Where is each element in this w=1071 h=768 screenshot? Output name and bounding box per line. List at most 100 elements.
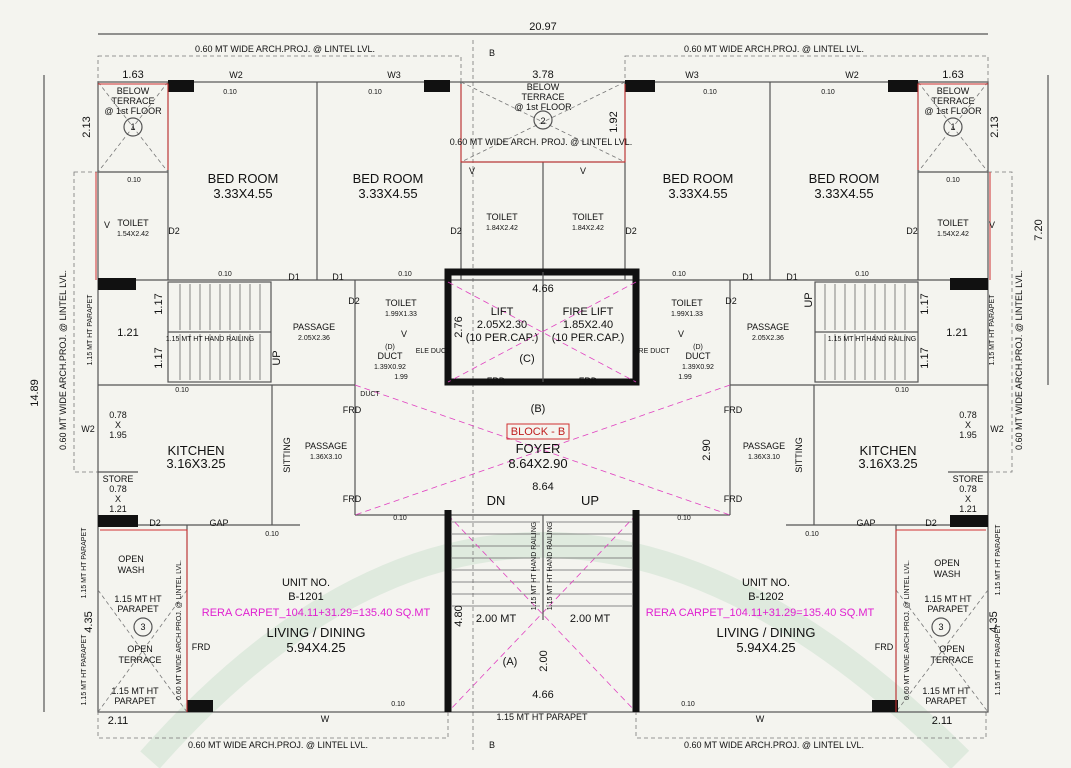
svg-text:0.10: 0.10 (672, 271, 686, 278)
svg-text:FIRE LIFT: FIRE LIFT (563, 306, 614, 318)
svg-text:1.21: 1.21 (109, 504, 127, 514)
svg-text:0.10: 0.10 (175, 387, 189, 394)
svg-text:FRD: FRD (343, 405, 362, 415)
svg-text:FRD: FRD (579, 376, 598, 386)
arch-proj-top-left (97, 55, 462, 83)
svg-text:STORE: STORE (953, 474, 984, 484)
svg-text:BED ROOM: BED ROOM (353, 171, 424, 186)
below-terrace-right: BELOW TERRACE @ 1st FLOOR 1 (924, 86, 982, 132)
foyer-width: 8.64 (532, 481, 553, 493)
svg-text:(D): (D) (693, 344, 703, 351)
svg-text:0.10: 0.10 (223, 89, 237, 96)
svg-text:(10 PER.CAP.): (10 PER.CAP.) (552, 332, 625, 344)
toilet-outer-left: TOILET 1.54X2.42 (117, 218, 149, 238)
parapet-side-left-b: 1.15 MT HT PARAPET (81, 634, 88, 706)
stair-dn: DN (487, 493, 506, 508)
stair-height: 4.80 (453, 605, 465, 626)
svg-text:D2: D2 (168, 226, 180, 236)
lift-core-wall (444, 268, 640, 386)
svg-text:X: X (965, 420, 971, 430)
lift-core-tag: (C) (519, 353, 534, 365)
arch-proj-top-left-label: 0.60 MT WIDE ARCH.PROJ. @ LINTEL LVL. (195, 44, 375, 54)
svg-text:BED ROOM: BED ROOM (663, 171, 734, 186)
svg-text:GAP: GAP (856, 518, 875, 528)
svg-text:PASSAGE: PASSAGE (747, 322, 789, 332)
svg-text:5.94X4.25: 5.94X4.25 (736, 640, 795, 655)
side-stairs (167, 281, 919, 383)
svg-text:1.54X2.42: 1.54X2.42 (937, 231, 969, 238)
lift-core-width: 4.66 (532, 283, 553, 295)
tag-w3-left: W3 (387, 70, 401, 80)
svg-text:LIVING / DINING: LIVING / DINING (267, 625, 366, 640)
arch-proj-unit-right: 0.60 MT WIDE ARCH.PROJ. @ LINTEL LVL. (904, 560, 911, 700)
arch-proj-left-label: 0.60 MT WIDE ARCH.PROJ. @ LINTEL LVL. (58, 270, 68, 450)
svg-text:KITCHEN: KITCHEN (859, 443, 916, 458)
arch-proj-top-right-label: 0.60 MT WIDE ARCH.PROJ. @ LINTEL LVL. (684, 44, 864, 54)
svg-text:5.94X4.25: 5.94X4.25 (286, 640, 345, 655)
svg-text:B-1201: B-1201 (288, 591, 323, 603)
svg-text:1.39X0.92: 1.39X0.92 (682, 364, 714, 371)
toilet-passage-right: TOILET 1.99X1.33 (671, 298, 703, 318)
dim-1-63-right: 1.63 (942, 69, 963, 81)
dim-2-13-left: 2.13 (81, 116, 93, 137)
svg-text:(D): (D) (385, 344, 395, 351)
svg-text:1.15 MT HT: 1.15 MT HT (922, 686, 970, 696)
svg-text:FRD: FRD (875, 642, 894, 652)
open-wash-right: OPEN WASH (934, 558, 961, 579)
section-b-bottom: B (489, 740, 495, 750)
svg-text:1.84X2.42: 1.84X2.42 (486, 225, 518, 232)
svg-text:0.10: 0.10 (677, 515, 691, 522)
tag-w2-side-left: W2 (81, 424, 95, 434)
svg-text:0.10: 0.10 (391, 701, 405, 708)
svg-text:2.05X2.36: 2.05X2.36 (298, 335, 330, 342)
svg-text:OPEN: OPEN (934, 558, 960, 568)
svg-text:TOILET: TOILET (572, 212, 604, 222)
svg-text:TERRACE: TERRACE (118, 655, 161, 665)
block-label: BLOCK - B (511, 426, 565, 438)
stair-run-right: 2.00 MT (570, 613, 611, 625)
parapet-terrace-right: 1.15 MT HT PARAPET 3 OPEN TERRACE 1.15 M… (922, 594, 973, 706)
dim-2-13-right: 2.13 (989, 116, 1001, 137)
watermark (140, 532, 970, 768)
svg-text:D1: D1 (786, 272, 798, 282)
svg-text:BELOW: BELOW (527, 82, 560, 92)
open-wash-left: OPEN WASH (118, 554, 145, 575)
parapet-side-right-a: 1.15 MT HT PARAPET (995, 524, 1002, 596)
svg-text:1.99: 1.99 (678, 374, 692, 381)
lift: LIFT 2.05X2.30 (10 PER.CAP.) (466, 306, 539, 344)
columns (98, 80, 988, 712)
stair-tag: (A) (503, 656, 518, 668)
foyer-section-tag: (B) (531, 403, 546, 415)
fire-lift: FIRE LIFT 1.85X2.40 (10 PER.CAP.) (552, 306, 625, 344)
below-terrace-left: BELOW TERRACE @ 1st FLOOR 1 (104, 86, 162, 132)
dim-1-17-c: 1.17 (919, 293, 931, 314)
svg-text:0.10: 0.10 (127, 177, 141, 184)
svg-text:V: V (580, 166, 586, 176)
svg-text:3.33X4.55: 3.33X4.55 (213, 186, 272, 201)
svg-text:1.95: 1.95 (959, 430, 977, 440)
svg-text:W: W (756, 714, 765, 724)
svg-text:1.15 MT HT: 1.15 MT HT (924, 594, 972, 604)
arch-proj-mid-label: 0.60 MT WIDE ARCH. PROJ. @ LINTEL LVL. (450, 137, 633, 147)
toilet-passage-left: TOILET 1.99X1.33 (385, 298, 417, 318)
svg-text:D2: D2 (725, 296, 737, 306)
svg-text:ELE DUCT: ELE DUCT (416, 348, 451, 355)
svg-text:X: X (115, 494, 121, 504)
bedroom-3: BED ROOM 3.33X4.55 (663, 171, 734, 201)
dim-1-21-right: 1.21 (946, 327, 967, 339)
svg-text:GAP: GAP (209, 518, 228, 528)
svg-text:D1: D1 (742, 272, 754, 282)
svg-text:X: X (115, 420, 121, 430)
svg-text:3: 3 (938, 622, 943, 632)
svg-text:1: 1 (130, 122, 135, 132)
svg-text:1.36X3.10: 1.36X3.10 (310, 454, 342, 461)
kitchen-right: KITCHEN 3.16X3.25 (858, 443, 917, 471)
unit-right: UNIT NO. B-1202 RERA CARPET_104.11+31.29… (646, 577, 875, 655)
parapet-left-upper: 1.15 MT HT PARAPET (87, 294, 94, 366)
svg-text:DUCT: DUCT (378, 351, 403, 361)
svg-text:BED ROOM: BED ROOM (809, 171, 880, 186)
svg-text:TERRACE: TERRACE (931, 96, 974, 106)
arch-proj-bottom-left (97, 711, 449, 739)
svg-text:TOILET: TOILET (385, 298, 417, 308)
svg-text:0.78: 0.78 (959, 484, 977, 494)
